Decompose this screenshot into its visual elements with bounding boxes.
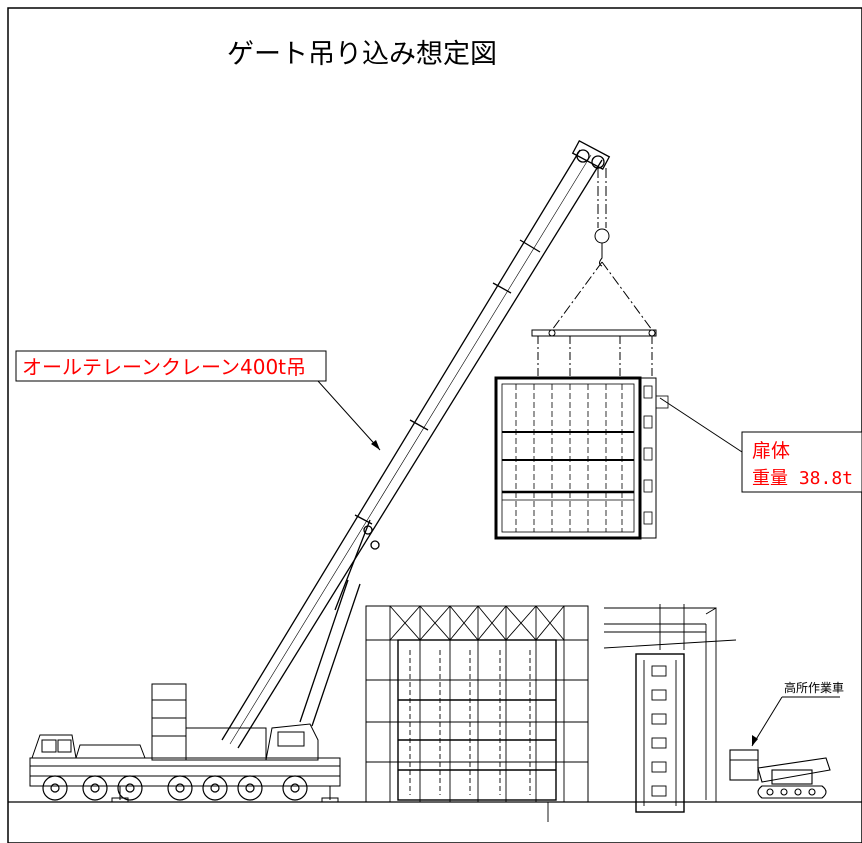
hoist-rope bbox=[531, 168, 657, 378]
aerial-basket bbox=[729, 749, 759, 781]
scaffold-tower bbox=[365, 605, 589, 822]
aerial-work-vehicle bbox=[729, 749, 831, 799]
lifting-beam bbox=[531, 329, 657, 337]
crane-cab bbox=[31, 734, 77, 759]
crane-hook-block bbox=[594, 228, 610, 244]
aerial-track bbox=[757, 785, 827, 799]
crane-superstructure bbox=[185, 727, 267, 761]
gate-callout: 扉体 重量 38.8t bbox=[659, 397, 862, 493]
crane-wheels bbox=[42, 775, 308, 801]
crane-counterweight bbox=[151, 683, 187, 761]
crane-operator-cab bbox=[265, 723, 319, 761]
gate-leaf bbox=[494, 376, 669, 540]
gate-weight-label: 重量 38.8t bbox=[752, 468, 853, 489]
gate-name-label: 扉体 bbox=[752, 440, 790, 462]
all-terrain-crane bbox=[29, 683, 341, 803]
crane-callout: オールテレーンクレーン400t吊 bbox=[15, 350, 381, 451]
diagram-title: ゲート吊り込み想定図 bbox=[227, 39, 497, 70]
gate-pier-section bbox=[603, 604, 737, 813]
crane-boom bbox=[221, 139, 611, 749]
drawing-frame bbox=[7, 7, 862, 843]
crane-label: オールテレーンクレーン400t吊 bbox=[22, 355, 306, 379]
crane-chassis bbox=[29, 757, 341, 787]
aerial-vehicle-label: 高所作業車 bbox=[784, 680, 844, 695]
aerial-vehicle-callout: 高所作業車 bbox=[751, 680, 844, 747]
aerial-boom bbox=[757, 757, 831, 783]
